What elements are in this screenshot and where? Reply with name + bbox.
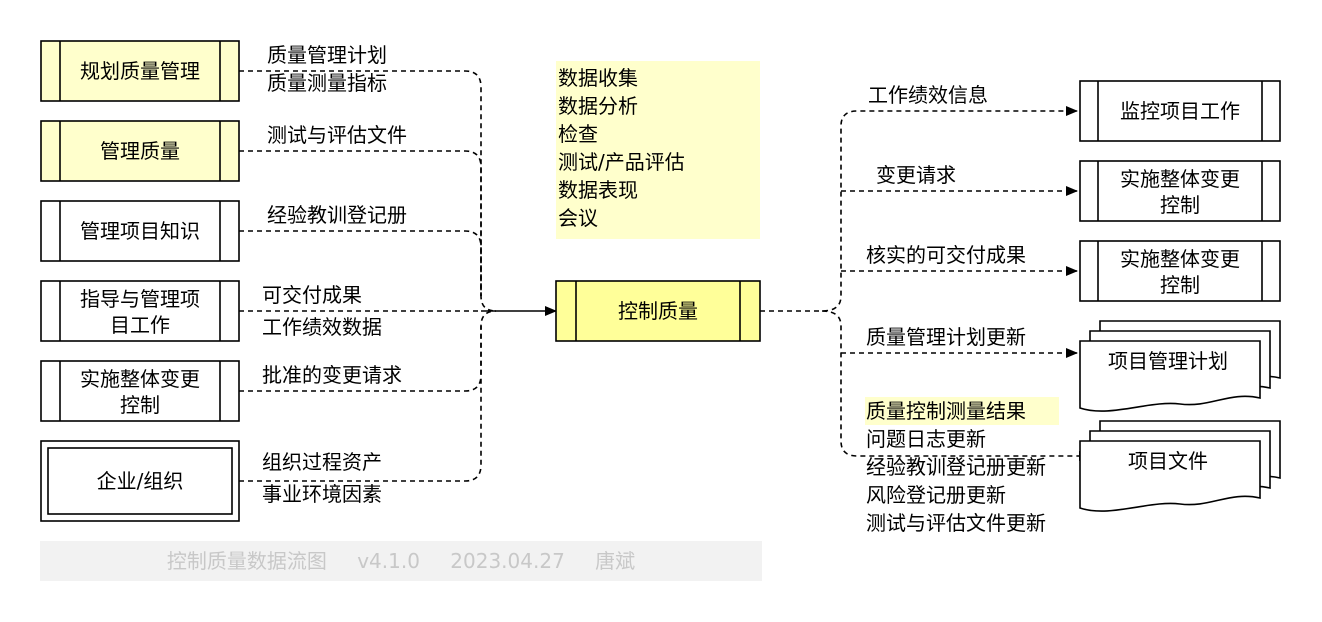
output-change-control-1-label-1: 实施整体变更: [1120, 167, 1240, 191]
flow-verified-deliverables: 核实的可交付成果: [866, 243, 1026, 267]
output-project-docs-label: 项目文件: [1128, 449, 1208, 473]
center-process[interactable]: 控制质量: [555, 280, 761, 342]
input-knowledge[interactable]: 管理项目知识: [40, 200, 240, 262]
footer-author: 唐斌: [595, 549, 636, 573]
input-flow-lines: [239, 70, 557, 482]
center-process-label: 控制质量: [618, 299, 698, 323]
input-changecontrol-label-2: 控制: [120, 393, 160, 417]
input-enterprise-label: 企业/组织: [97, 469, 184, 493]
input-changecontrol[interactable]: 实施整体变更 控制: [40, 360, 240, 422]
flow-test-docs-update: 测试与评估文件更新: [866, 511, 1046, 535]
flow-qc-measurements: 质量控制测量结果: [866, 399, 1026, 423]
flow-deliverables: 可交付成果: [262, 283, 362, 307]
flow-work-performance-data: 工作绩效数据: [262, 315, 382, 339]
output-pm-plan[interactable]: 项目管理计划: [1079, 320, 1281, 412]
footer-version: v4.1.0: [357, 549, 420, 573]
flow-risk-register-update: 风险登记册更新: [866, 483, 1006, 507]
footer-bar: 控制质量数据流图 v4.1.0 2023.04.27 唐斌: [40, 541, 762, 581]
flow-change-requests: 变更请求: [876, 163, 956, 187]
output-change-control-1-label-2: 控制: [1160, 193, 1200, 217]
input-managequality-label: 管理质量: [100, 139, 180, 163]
input-planquality[interactable]: 规划质量管理: [40, 40, 240, 102]
input-knowledge-label: 管理项目知识: [80, 219, 200, 243]
flow-approved-changes: 批准的变更请求: [262, 363, 402, 387]
flow-opa: 组织过程资产: [262, 450, 382, 474]
output-change-control-2-label-2: 控制: [1160, 273, 1200, 297]
output-change-control-2[interactable]: 实施整体变更 控制: [1079, 240, 1281, 302]
flow-quality-plan: 质量管理计划: [267, 43, 387, 67]
tool-meetings: 会议: [558, 206, 598, 230]
input-changecontrol-label-1: 实施整体变更: [80, 367, 200, 391]
highlight-qc-measurements: [865, 397, 1059, 425]
tool-testing: 测试/产品评估: [558, 150, 685, 174]
input-planquality-label: 规划质量管理: [80, 59, 200, 83]
tool-inspection: 检查: [558, 122, 598, 146]
flow-lessons-update: 经验教训登记册更新: [866, 455, 1046, 479]
footer-title: 控制质量数据流图: [166, 549, 327, 573]
output-change-control-1[interactable]: 实施整体变更 控制: [1079, 160, 1281, 222]
input-directwork-label-1: 指导与管理项: [80, 287, 200, 311]
tool-data-representation: 数据表现: [558, 178, 638, 202]
input-directwork-label-2: 目工作: [110, 313, 170, 337]
output-monitor-work-label: 监控项目工作: [1120, 99, 1240, 123]
input-managequality[interactable]: 管理质量: [40, 120, 240, 182]
output-flow-lines: [760, 106, 1091, 461]
flow-quality-metrics: 质量测量指标: [267, 71, 387, 95]
flow-test-docs: 测试与评估文件: [267, 123, 407, 147]
tool-data-analysis: 数据分析: [558, 94, 638, 118]
input-enterprise[interactable]: 企业/组织: [40, 440, 240, 522]
flow-eef: 事业环境因素: [262, 482, 382, 506]
input-directwork[interactable]: 指导与管理项 目工作: [40, 280, 240, 342]
output-project-docs[interactable]: 项目文件: [1079, 420, 1281, 512]
footer-date: 2023.04.27: [450, 549, 565, 573]
output-pm-plan-label: 项目管理计划: [1108, 349, 1228, 373]
flow-lessons-register: 经验教训登记册: [267, 203, 407, 227]
flow-qm-plan-update: 质量管理计划更新: [866, 325, 1026, 349]
output-change-control-2-label-1: 实施整体变更: [1120, 247, 1240, 271]
tool-data-gathering: 数据收集: [558, 66, 638, 90]
tools-panel: 数据收集 数据分析 检查 测试/产品评估 数据表现 会议: [556, 61, 760, 239]
flow-issue-log-update: 问题日志更新: [866, 427, 986, 451]
output-monitor-work[interactable]: 监控项目工作: [1079, 80, 1281, 142]
flow-work-performance-info: 工作绩效信息: [868, 83, 988, 107]
